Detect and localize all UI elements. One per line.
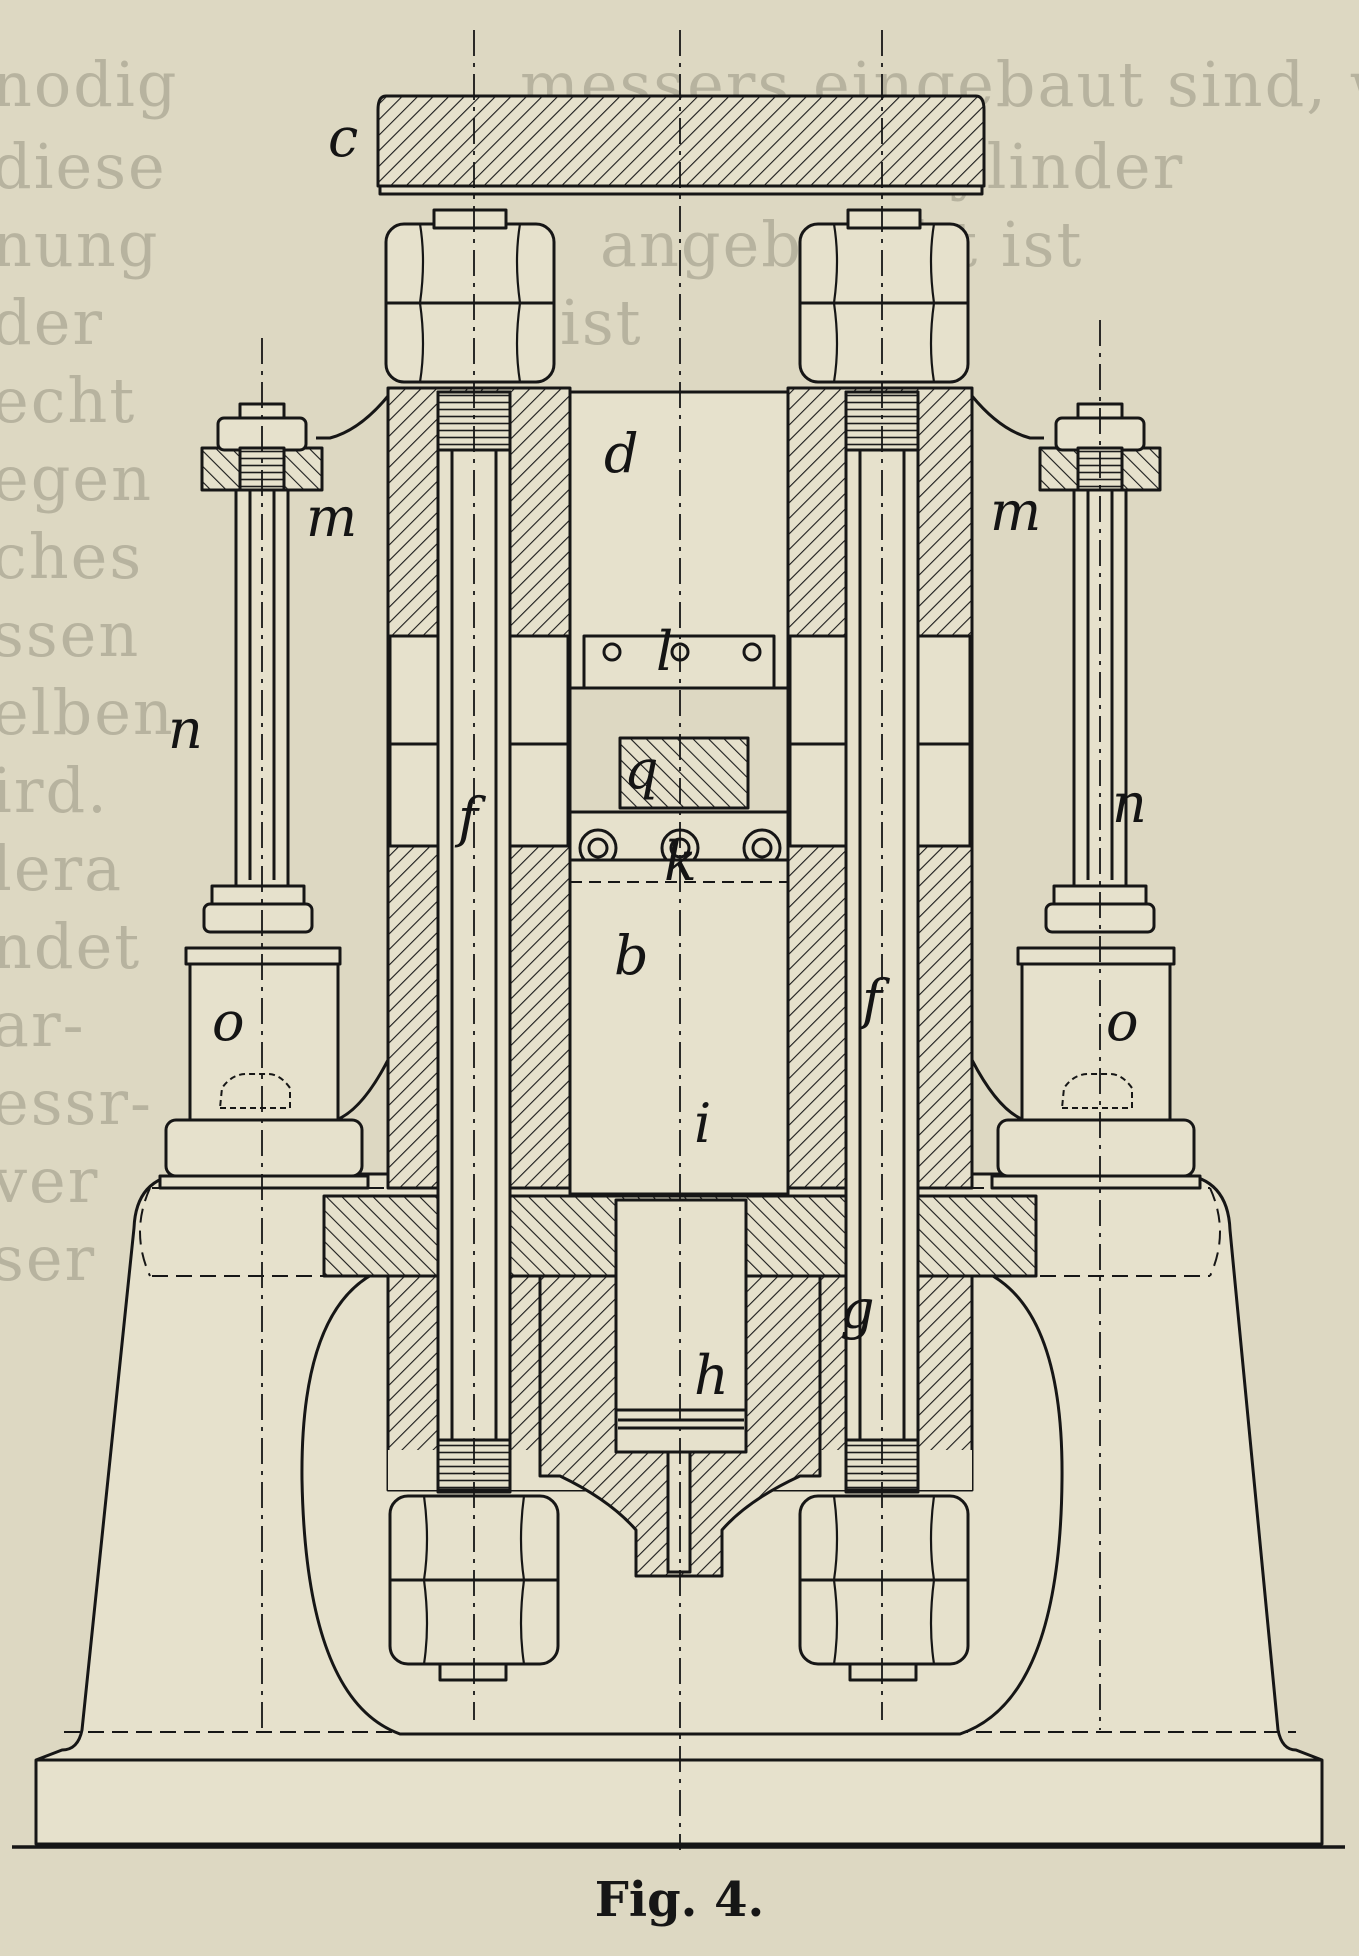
label-m-right: m [990,480,1041,543]
bleed-line: ver [0,1144,100,1217]
bleed-line: nung [0,208,160,281]
label-o-right: o [1106,990,1139,1053]
figure-caption: Fig. 4. [594,1872,765,1928]
label-m-left: m [306,486,357,549]
label-d: d [604,422,639,485]
label-n-right: n [1112,772,1147,835]
bleed-line: der [0,286,105,359]
guide-post-right [990,402,1202,1190]
label-k: k [664,830,697,893]
top-crosshead [376,94,986,196]
label-i: i [694,1092,711,1155]
bleed-line: ndet [0,910,142,983]
bleed-line: egen [0,442,154,515]
central-ram [568,390,790,1196]
bleed-line: ird. [0,754,109,827]
nut-top-left [384,208,556,384]
center-lines [261,30,1101,1850]
bleed-line: ar- [0,988,86,1061]
bleed-line: nodig [0,48,179,121]
label-b: b [614,924,649,987]
nut-top-right [798,208,970,384]
label-l: l [656,620,673,683]
bleed-line: ches [0,520,144,593]
label-o-left: o [212,990,245,1053]
bleed-line: ssen [0,598,141,671]
nut-bottom-right [798,1494,970,1682]
label-n-left: n [168,698,203,761]
label-h: h [694,1344,729,1407]
bleed-line: essr- [0,1066,153,1139]
label-c: c [328,106,358,169]
bleed-line: ser [0,1222,97,1295]
bleed-line: diese [0,130,167,203]
bleed-line: lera [0,832,124,905]
label-g: g [840,1278,875,1341]
bleed-line: elben [0,676,175,749]
bleed-line: ist [560,286,643,359]
bleed-line: echt [0,364,137,437]
label-q: q [624,738,659,801]
